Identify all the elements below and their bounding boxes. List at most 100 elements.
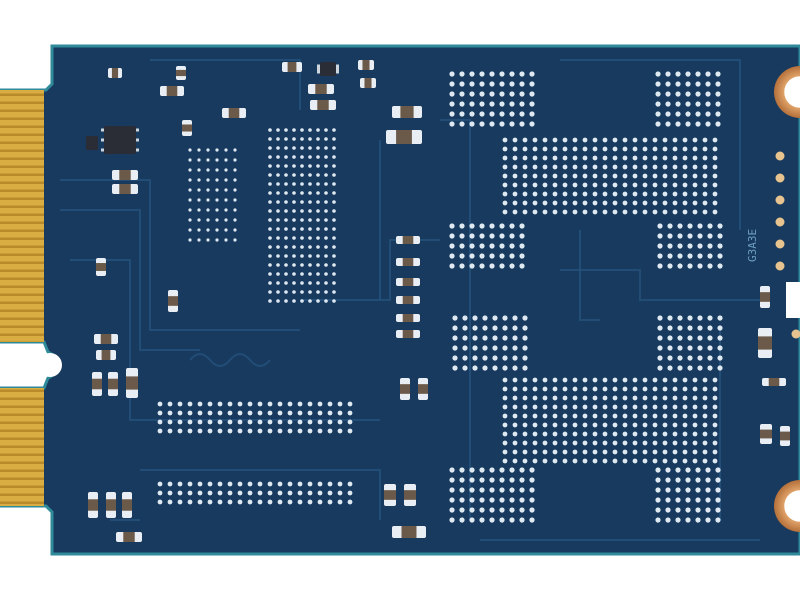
via-pad — [197, 218, 201, 222]
via-pad — [317, 428, 323, 434]
via-pad — [332, 263, 336, 267]
via-pad — [502, 200, 508, 206]
via-pad — [692, 209, 698, 215]
via-pad — [502, 386, 508, 392]
via-pad — [347, 419, 353, 425]
via-pad — [499, 101, 505, 107]
via-pad — [324, 272, 328, 276]
via-pad — [502, 413, 508, 419]
via-pad — [332, 191, 336, 195]
via-pad — [677, 253, 683, 259]
via-pad — [542, 431, 548, 437]
via-pad — [529, 497, 535, 503]
via-pad — [592, 413, 598, 419]
via-pad — [489, 111, 495, 117]
via-pad — [337, 428, 343, 434]
via-pad — [612, 449, 618, 455]
via-pad — [632, 137, 638, 143]
smd-component — [400, 378, 410, 400]
via-pad — [652, 164, 658, 170]
via-pad — [665, 497, 671, 503]
via-pad — [695, 477, 701, 483]
via-pad — [308, 218, 312, 222]
via-pad — [459, 497, 465, 503]
via-pad — [665, 71, 671, 77]
via-pad — [276, 263, 280, 267]
via-pad — [268, 227, 272, 231]
via-pad — [347, 410, 353, 416]
via-pad — [188, 208, 192, 212]
via-pad — [233, 178, 237, 182]
via-pad — [167, 419, 173, 425]
via-pad — [449, 477, 455, 483]
via-pad — [687, 263, 693, 269]
via-pad — [665, 91, 671, 97]
via-pad — [489, 233, 495, 239]
copper-trace — [60, 209, 200, 351]
via-pad — [612, 431, 618, 437]
via-pad — [552, 164, 558, 170]
via-pad — [572, 164, 578, 170]
via-pad — [459, 223, 465, 229]
via-pad — [308, 245, 312, 249]
via-pad — [657, 345, 663, 351]
via-pad — [682, 413, 688, 419]
via-pad — [685, 121, 691, 127]
via-pad — [317, 410, 323, 416]
via-pad — [582, 209, 588, 215]
via-pad — [327, 401, 333, 407]
via-pad — [592, 377, 598, 383]
via-pad — [562, 413, 568, 419]
via-pad — [562, 395, 568, 401]
via-pad — [522, 431, 528, 437]
via-pad — [692, 155, 698, 161]
copper-trace — [560, 269, 760, 301]
via-pad — [479, 243, 485, 249]
via-pad — [489, 91, 495, 97]
via-pad — [522, 191, 528, 197]
via-pad — [682, 422, 688, 428]
via-pad — [715, 111, 721, 117]
smd-component — [418, 378, 428, 400]
via-pad — [197, 208, 201, 212]
via-pad — [324, 173, 328, 177]
via-pad — [177, 499, 183, 505]
smd-component — [404, 484, 416, 506]
via-pad — [459, 121, 465, 127]
via-pad — [502, 182, 508, 188]
via-pad — [215, 238, 219, 242]
via-pad — [702, 458, 708, 464]
via-pad — [582, 191, 588, 197]
via-pad — [327, 481, 333, 487]
via-pad — [712, 209, 718, 215]
smd-component — [358, 60, 374, 70]
via-pad — [337, 401, 343, 407]
via-pad — [188, 148, 192, 152]
via-pad — [327, 419, 333, 425]
via-pad — [702, 413, 708, 419]
via-pad — [233, 188, 237, 192]
via-pad — [715, 467, 721, 473]
via-pad — [287, 490, 293, 496]
via-pad — [276, 173, 280, 177]
via-pad — [215, 188, 219, 192]
via-pad — [697, 223, 703, 229]
via-pad — [562, 458, 568, 464]
via-pad — [675, 477, 681, 483]
via-pad — [697, 365, 703, 371]
via-pad — [552, 209, 558, 215]
via-pad — [532, 440, 538, 446]
via-pad — [287, 419, 293, 425]
via-pad — [692, 146, 698, 152]
via-pad — [642, 458, 648, 464]
via-pad — [308, 146, 312, 150]
via-pad — [642, 413, 648, 419]
via-pad — [316, 281, 320, 285]
via-pad — [662, 422, 668, 428]
via-pad — [502, 209, 508, 215]
via-pad — [602, 395, 608, 401]
via-pad — [612, 191, 618, 197]
via-pad — [459, 71, 465, 77]
via-pad — [572, 431, 578, 437]
via-pad — [682, 386, 688, 392]
